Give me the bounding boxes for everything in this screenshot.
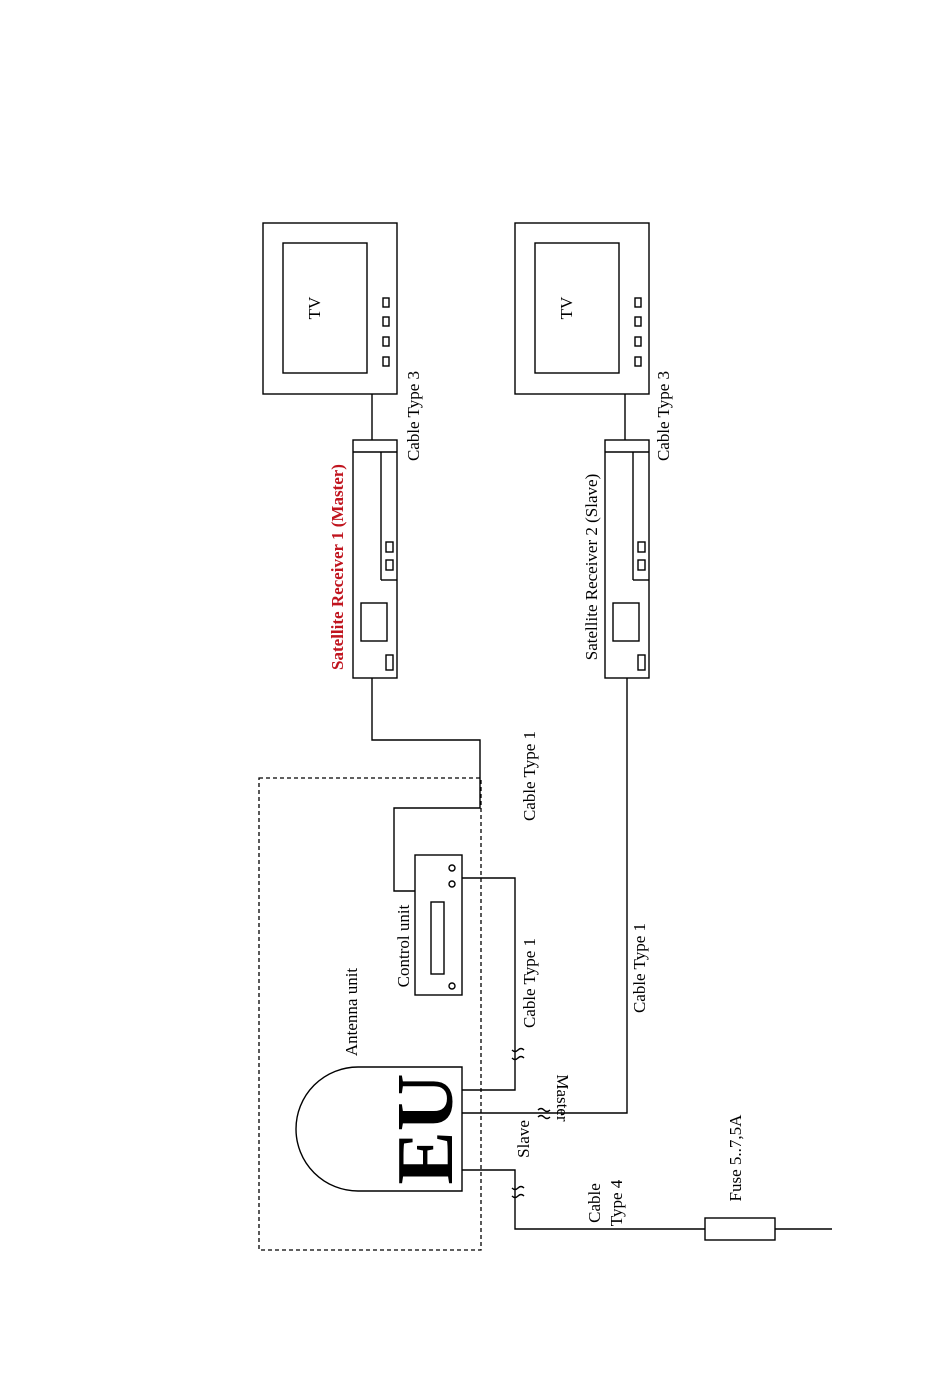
receiver-button-icon [386,542,393,552]
tv-button-icon [635,298,641,307]
fuse-label: Fuse 5..7,5A [726,1114,745,1202]
tv-button-icon [635,317,641,326]
break-icon [512,1049,524,1060]
cable-receiver-2-label: Cable Type 1 [630,923,649,1013]
receiver-button-icon [638,560,645,570]
receiver-button-icon [386,560,393,570]
antenna-unit-label: Antenna unit [342,968,361,1057]
control-unit-label: Control unit [394,904,413,987]
control-unit-display-icon [431,902,444,974]
tv-button-icon [383,357,389,366]
break-icon [512,1187,524,1198]
satellite-receiver-1 [353,440,397,678]
cable-power-label-line2: Type 4 [607,1179,626,1226]
receiver-display-icon [361,603,387,641]
cable-control-label: Cable Type 1 [520,938,539,1028]
receiver-2-label: Satellite Receiver 2 (Slave) [582,474,601,660]
control-unit-knob-icon [449,881,455,887]
master-port-label: Master [553,1074,572,1122]
slave-port-label: Slave [514,1120,533,1158]
cable-power-label-line1: Cable [585,1183,604,1223]
antenna-eu: EU [296,1067,470,1191]
satellite-receiver-2 [605,440,649,678]
tv-2-label: TV [557,296,576,319]
control-unit-knob-icon [449,983,455,989]
tv-button-icon [383,317,389,326]
tv-1: TV [263,223,397,394]
receiver-slot-icon [386,655,393,670]
control-unit-knob-icon [449,865,455,871]
control-unit [415,855,462,995]
receiver-slot-icon [638,655,645,670]
cable-power [462,1170,705,1229]
cable-receiver-1-label: Cable Type 1 [520,731,539,821]
receiver-1-label: Satellite Receiver 1 (Master) [328,464,347,670]
tv-button-icon [635,357,641,366]
cable-tv-2-label: Cable Type 3 [654,371,673,461]
cable-receiver-2 [462,678,627,1113]
fuse-icon [705,1218,775,1240]
tv-button-icon [383,298,389,307]
cable-control-to-antenna [462,878,515,1090]
receiver-display-icon [613,603,639,641]
receiver-button-icon [638,542,645,552]
tv-button-icon [383,337,389,346]
cable-tv-1-label: Cable Type 3 [404,371,423,461]
eu-label: EU [382,1073,470,1184]
tv-2: TV [515,223,649,394]
tv-1-label: TV [305,296,324,319]
tv-button-icon [635,337,641,346]
